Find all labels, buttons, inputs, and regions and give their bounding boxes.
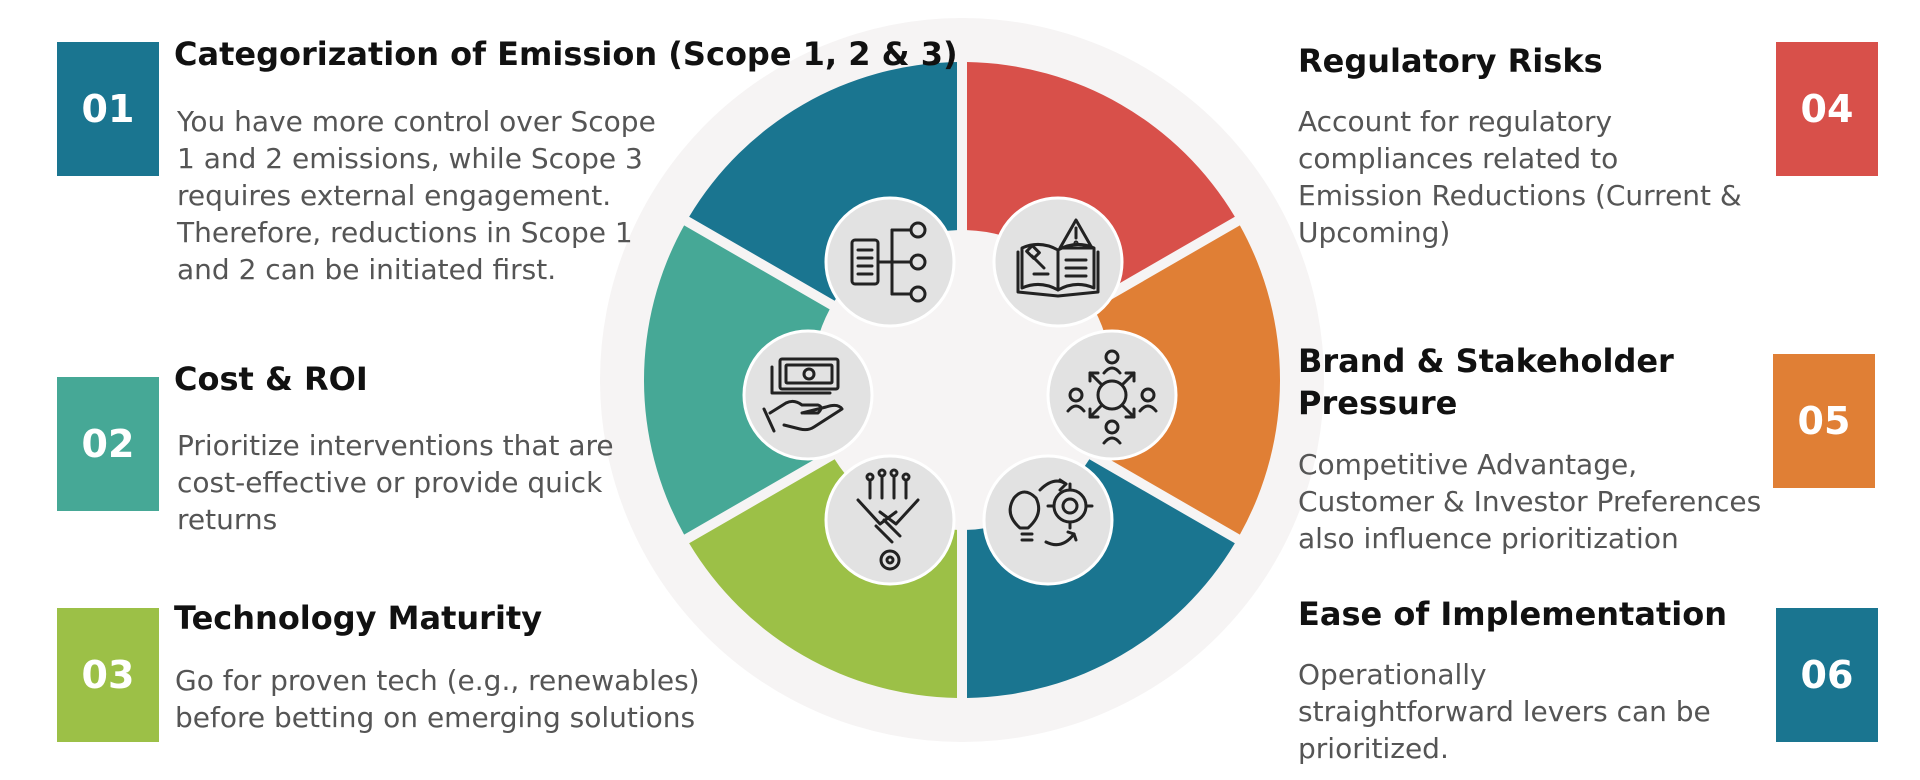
hierarchy-list-icon [824,196,956,328]
item-03-description: Go for proven tech (e.g., renewables) be… [175,664,700,734]
item-04-description: Account for regulatory compliances relat… [1298,105,1742,249]
stakeholder-network-icon [1046,329,1178,461]
number-badge-04: 04 [1776,42,1878,176]
number-badge-03: 03 [57,608,159,742]
item-04-title: Regulatory Risks [1298,42,1603,80]
number-badge-01: 01 [57,42,159,176]
number-badge-06: 06 [1776,608,1878,742]
item-05-title: Brand & Stakeholder Pressure [1298,342,1674,422]
item-01-title: Categorization of Emission (Scope 1, 2 &… [174,35,958,73]
tech-handshake-icon [824,454,956,586]
item-02-description: Prioritize interventions that are cost-e… [177,429,614,536]
number-badge-02: 02 [57,377,159,511]
item-03-title: Technology Maturity [174,599,543,637]
item-01-description: You have more control over Scope 1 and 2… [177,105,656,286]
item-06-title: Ease of Implementation [1298,595,1727,633]
item-05-description: Competitive Advantage, Customer & Invest… [1298,448,1762,555]
idea-gear-icon [982,454,1114,586]
segment-cost-roi [644,225,830,535]
segment-brand-stakeholder [1094,225,1280,535]
icon-circles [742,196,1178,586]
hand-money-icon [742,329,874,461]
item-06-description: Operationally straightforward levers can… [1298,658,1711,765]
item-02-title: Cost & ROI [174,360,368,398]
number-badge-05: 05 [1773,354,1875,488]
law-book-warning-icon [992,196,1124,328]
